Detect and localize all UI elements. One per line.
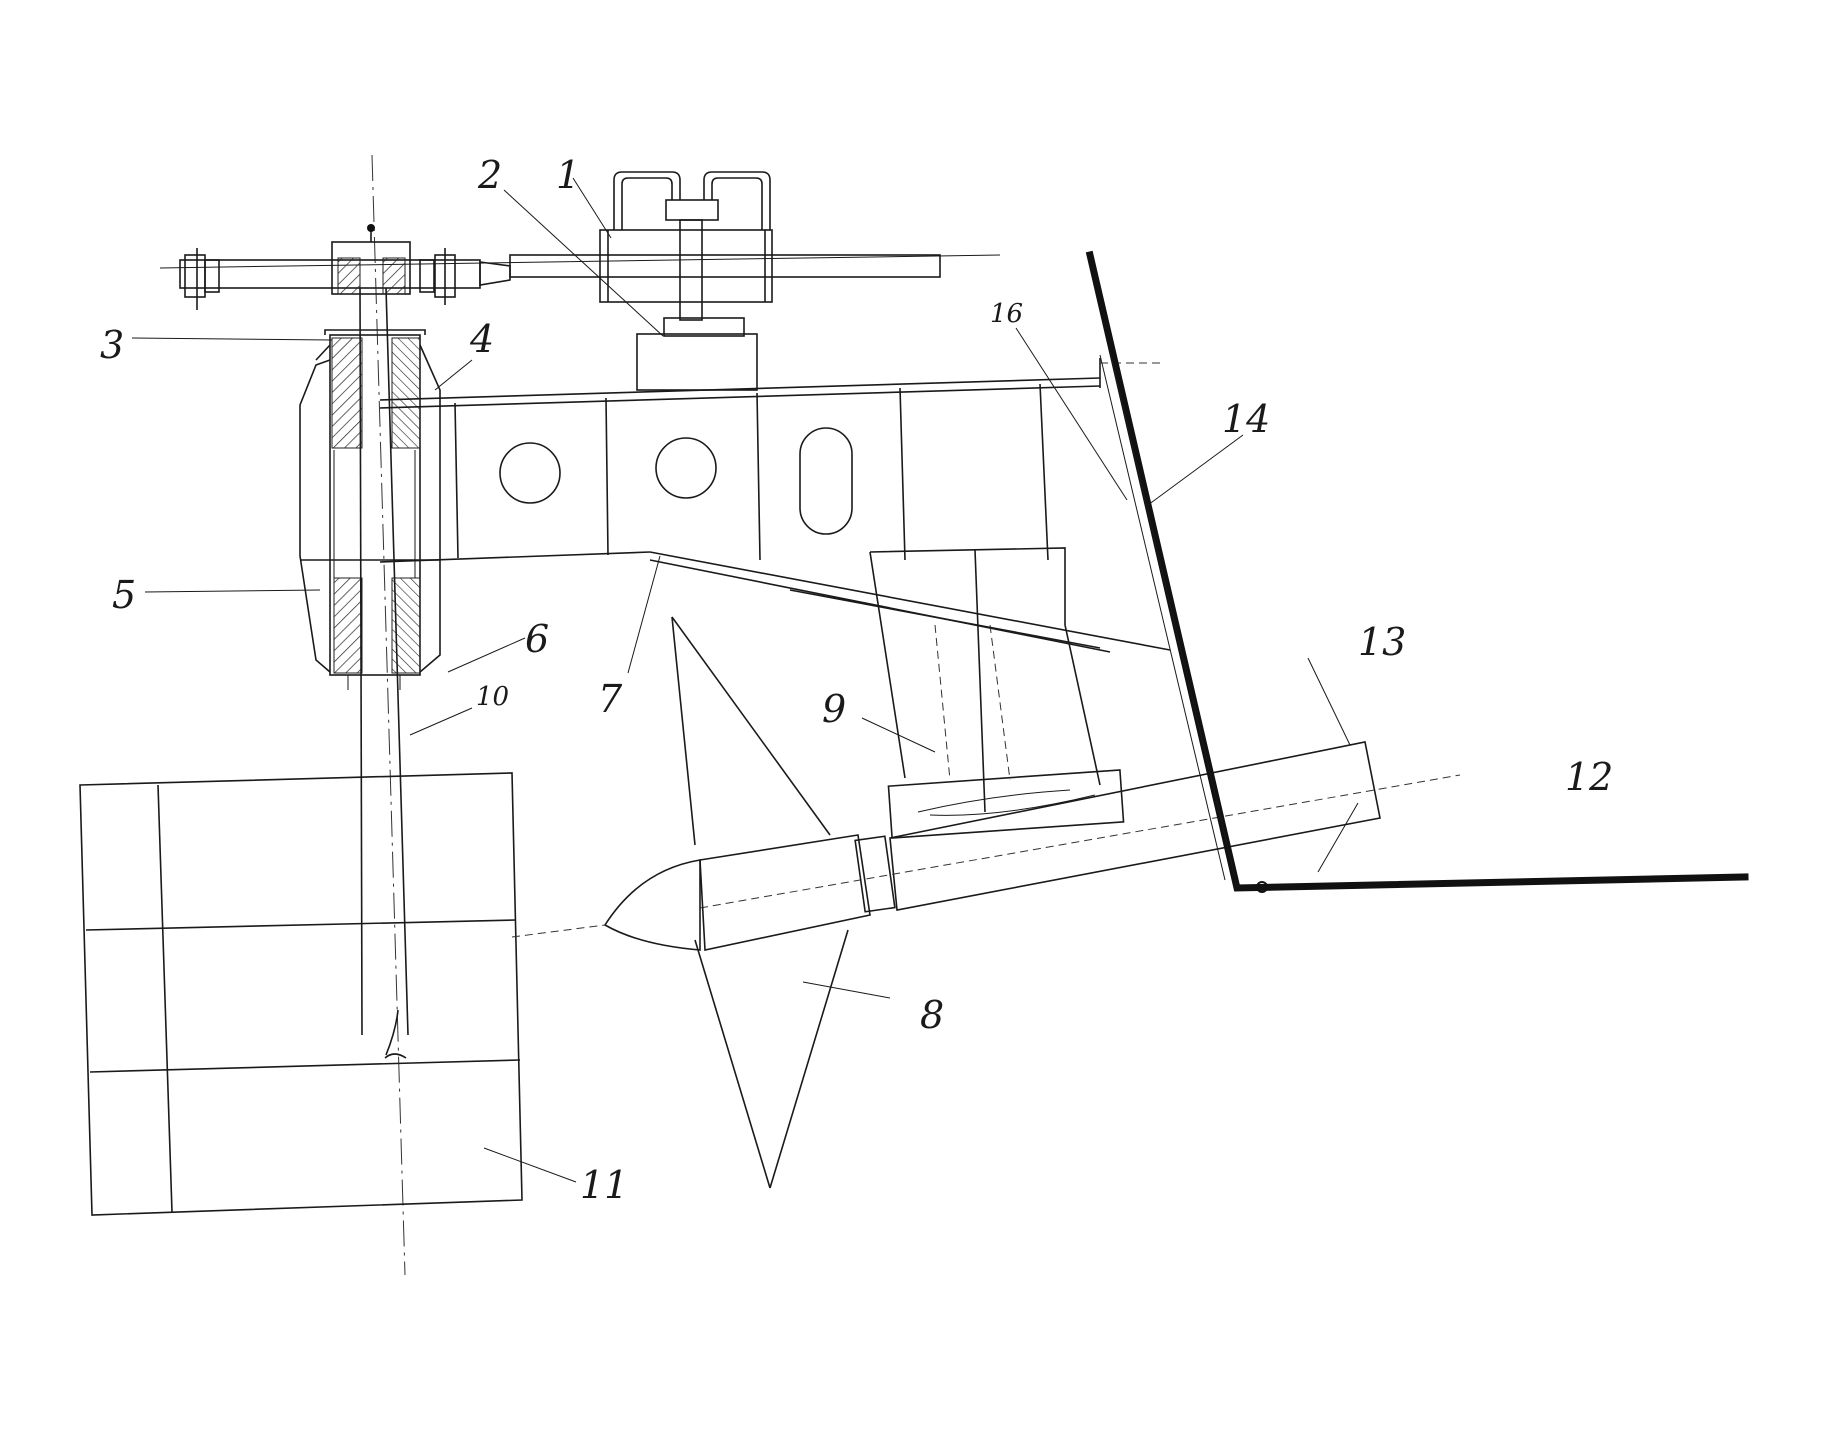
label-11: 11	[580, 1163, 628, 1207]
label-13: 13	[1358, 620, 1406, 664]
rudder-blade	[80, 773, 605, 1215]
tiller-assembly	[160, 224, 1000, 310]
label-3: 3	[100, 323, 124, 367]
label-16: 16	[990, 299, 1023, 329]
label-8: 8	[920, 993, 944, 1037]
stock-centerline	[372, 155, 405, 1275]
hull-plating	[1090, 255, 1745, 892]
part-labels: 1 2 3 4 5 6 7 8 9 10 11 12 13 14 16	[100, 153, 1613, 1207]
label-10: 10	[476, 682, 509, 712]
label-1: 1	[556, 153, 580, 197]
bearing-housing	[300, 330, 440, 690]
label-12: 12	[1565, 755, 1613, 799]
label-4: 4	[469, 317, 494, 361]
label-14: 14	[1222, 397, 1270, 441]
pedestal	[637, 334, 757, 390]
label-5: 5	[112, 573, 136, 617]
label-9: 9	[822, 687, 846, 731]
leader-lines	[132, 178, 1358, 1182]
web-frame	[380, 358, 1170, 652]
label-7: 7	[598, 677, 623, 721]
label-2: 2	[477, 153, 502, 197]
label-6: 6	[525, 617, 549, 661]
